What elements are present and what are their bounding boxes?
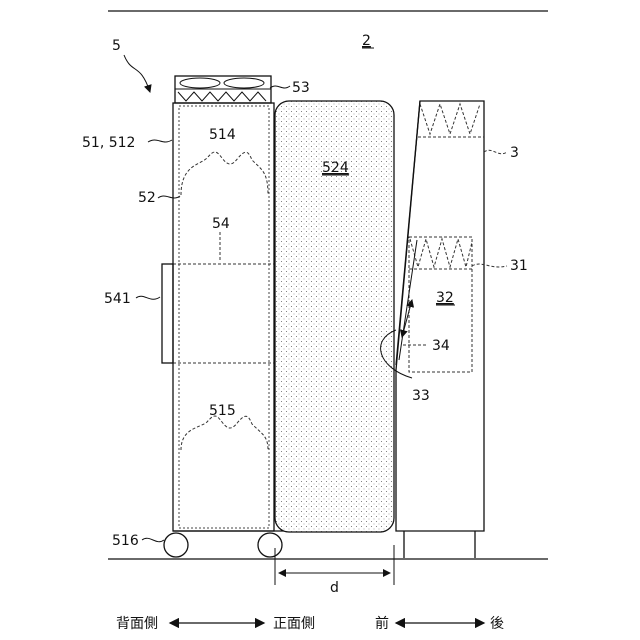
label-distance: d — [330, 580, 339, 596]
housing-slant-edge — [396, 101, 420, 365]
label-back-side: 背面側 — [116, 616, 158, 632]
label-wheel: 516 — [112, 533, 139, 549]
leader-rack-frame — [148, 140, 172, 142]
label-chamber: 32 — [436, 290, 454, 306]
lower-flow-brace — [181, 416, 268, 450]
housing-top-zigzag — [420, 104, 480, 134]
leader-side-box — [136, 296, 160, 299]
label-curve-ref: 33 — [412, 388, 430, 404]
upper-flow-brace — [181, 152, 268, 195]
label-front-panel: 524 — [322, 160, 349, 176]
label-unit: 5 — [112, 38, 121, 54]
leader-fan-top — [270, 86, 290, 88]
wheel-left-icon — [164, 533, 188, 557]
label-side-space: 52 — [138, 190, 156, 206]
leader-wheel — [142, 538, 164, 541]
label-lower-flow: 515 — [209, 403, 236, 419]
fan-blade-left-icon — [180, 78, 220, 88]
fan-filter-zigzag — [178, 92, 266, 101]
leader-upper-filter — [472, 264, 507, 267]
label-upper-flow: 514 — [209, 127, 236, 143]
label-front: 前 — [375, 615, 389, 632]
label-partition: 54 — [212, 216, 230, 232]
wheel-right-icon — [258, 533, 282, 557]
label-upper-filter: 31 — [510, 258, 528, 274]
label-housing: 3 — [510, 145, 519, 161]
side-box — [162, 264, 173, 363]
label-fan-top: 53 — [292, 80, 310, 96]
rack-inner-frame — [179, 106, 269, 528]
label-side-box: 541 — [104, 291, 131, 307]
label-gap: 34 — [432, 338, 450, 354]
leader-side-space — [158, 196, 180, 198]
label-rear: 後 — [490, 616, 504, 632]
rack-body — [173, 103, 274, 531]
label-front-side: 正面側 — [273, 616, 315, 632]
label-rack-frame: 51, 512 — [82, 135, 135, 151]
leader-housing — [484, 150, 507, 153]
chamber-zigzag — [410, 239, 472, 267]
figure-number: 2 — [362, 33, 371, 49]
fan-blade-right-icon — [224, 78, 264, 88]
unit-leader-arrow — [124, 55, 150, 92]
